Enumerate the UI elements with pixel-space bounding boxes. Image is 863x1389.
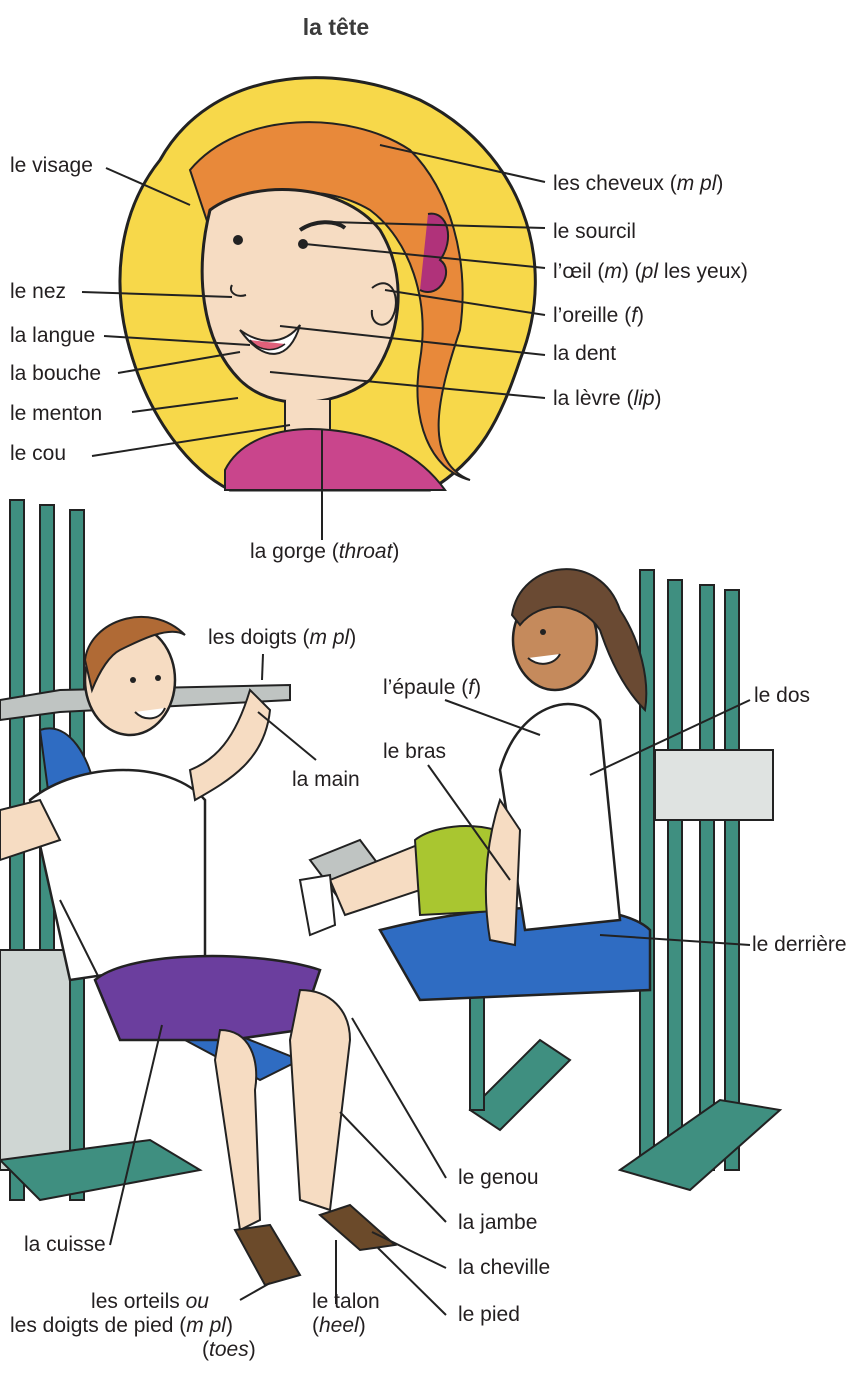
label-langue: la langue — [10, 324, 95, 348]
label-talon: le talon — [312, 1290, 380, 1314]
label-oreille-gender: f — [631, 304, 637, 327]
label-genou: le genou — [458, 1166, 539, 1190]
label-sourcil: le sourcil — [553, 220, 636, 244]
label-doigts-note: m pl — [310, 626, 350, 649]
label-cheville: la cheville — [458, 1256, 550, 1280]
label-oeil-plural-note: pl — [642, 260, 658, 283]
label-levre-en: lip — [634, 387, 655, 410]
label-talon-en: (heel) — [312, 1314, 366, 1338]
label-oeil-gender: m — [604, 260, 622, 283]
label-doigts-text: les doigts — [208, 626, 297, 649]
label-menton: le menton — [10, 402, 102, 426]
label-pied: le pied — [458, 1303, 520, 1327]
label-main: la main — [292, 768, 360, 792]
head-illustration — [120, 78, 535, 490]
label-oreille: l’oreille (f) — [553, 304, 644, 328]
label-derriere: le derrière — [752, 933, 847, 957]
label-bras: le bras — [383, 740, 446, 764]
label-oeil-text: l’œil — [553, 260, 591, 283]
label-gorge: la gorge (throat) — [250, 540, 399, 564]
label-cheveux-text: les cheveux — [553, 172, 664, 195]
label-jambe: la jambe — [458, 1211, 537, 1235]
label-nez: le nez — [10, 280, 66, 304]
label-doigts: les doigts (m pl) — [208, 626, 356, 650]
label-orteils-line2: les doigts de pied (m pl) — [10, 1314, 233, 1338]
label-orteils-line1: les orteils ou — [0, 1290, 300, 1314]
label-talon-en-text: heel — [319, 1314, 359, 1337]
label-cuisse: la cuisse — [24, 1233, 106, 1257]
gym-illustration — [0, 500, 780, 1285]
label-oeil: l’œil (m) (pl les yeux) — [553, 260, 748, 284]
label-cou: le cou — [10, 442, 66, 466]
label-bouche: la bouche — [10, 362, 101, 386]
label-levre: la lèvre (lip) — [553, 387, 662, 411]
page-title: la tête — [0, 14, 672, 41]
label-gorge-text: la gorge — [250, 540, 326, 563]
label-epaule-gender: f — [468, 676, 474, 699]
label-dos: le dos — [754, 684, 810, 708]
label-orteils-text: les orteils — [91, 1290, 180, 1313]
label-epaule-text: l’épaule — [383, 676, 455, 699]
label-orteils-ou: ou — [186, 1290, 209, 1313]
label-gorge-en: throat — [339, 540, 393, 563]
label-orteils-text2: les doigts de pied — [10, 1314, 173, 1337]
label-orteils-note: m pl — [186, 1314, 226, 1337]
label-dent: la dent — [553, 342, 616, 366]
label-visage: le visage — [10, 154, 93, 178]
label-cheveux: les cheveux (m pl) — [553, 172, 723, 196]
label-orteils-en-text: toes — [209, 1338, 249, 1361]
label-epaule: l’épaule (f) — [383, 676, 481, 700]
label-orteils-en: (toes) — [202, 1338, 256, 1362]
label-levre-text: la lèvre — [553, 387, 621, 410]
label-cheveux-note: m pl — [677, 172, 717, 195]
label-oeil-plural: les yeux — [658, 260, 741, 283]
label-oreille-text: l’oreille — [553, 304, 618, 327]
